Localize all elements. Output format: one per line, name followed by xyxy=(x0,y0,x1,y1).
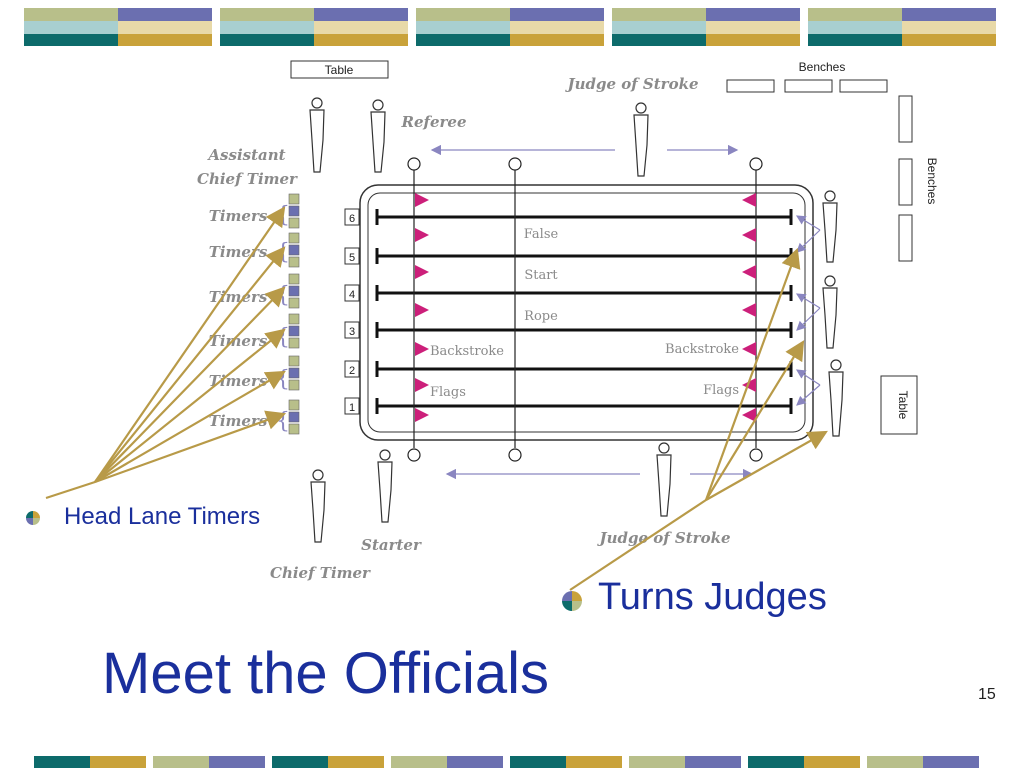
timers-label: Timers xyxy=(209,243,268,261)
benches-right-label: Benches xyxy=(925,158,939,205)
table-top: Table xyxy=(290,60,389,79)
timers-label: Timers xyxy=(209,288,268,306)
turn-judge-arrows xyxy=(795,215,821,406)
band-group-2 xyxy=(220,8,408,46)
band-group-4 xyxy=(612,8,800,46)
table-top-label: Table xyxy=(325,63,354,77)
turns-judge-figure-1 xyxy=(822,190,838,263)
svg-text:{: { xyxy=(276,240,290,265)
head-lane-timers-bullet: Head Lane Timers xyxy=(64,503,261,530)
referee-label: Referee xyxy=(401,113,467,131)
judge-of-stroke-top-figure xyxy=(633,102,649,177)
slide-title: Meet the Officials xyxy=(102,641,550,706)
judge-of-stroke-bottom-figure xyxy=(656,442,672,517)
lane-ropes xyxy=(375,209,793,414)
bottom-decorative-bands xyxy=(34,756,979,768)
timers-label: Timers xyxy=(209,372,268,390)
pool xyxy=(359,184,814,441)
band-group-5 xyxy=(808,8,996,46)
lane-number: 2 xyxy=(349,365,355,377)
chief-timer-label-top: Chief Timer xyxy=(197,170,298,188)
timer-chairs: {{{ {{{ xyxy=(276,203,290,434)
turns-judges-bullet: Turns Judges xyxy=(598,576,827,618)
top-decorative-bands xyxy=(24,8,996,46)
head-lane-timer-pointers xyxy=(45,206,287,500)
timers-labels: Timers Timers Timers Timers Timers Timer… xyxy=(209,207,268,430)
bullet-icon xyxy=(26,511,40,525)
flags-left-label: Flags xyxy=(430,385,466,400)
table-right: Table xyxy=(880,375,918,435)
turns-judges-pointers xyxy=(569,247,828,591)
assistant-label: Assistant xyxy=(206,146,285,164)
start-label: Start xyxy=(524,268,558,283)
rope-label: Rope xyxy=(524,309,558,324)
chief-timer-label: Chief Timer xyxy=(270,564,371,582)
timers-label: Timers xyxy=(209,332,268,350)
lane-number: 3 xyxy=(349,326,355,338)
svg-text:{: { xyxy=(276,409,290,434)
backstroke-right-label: Backstroke xyxy=(665,342,739,357)
band-group-1 xyxy=(24,8,212,46)
lane-number: 4 xyxy=(349,289,355,301)
judge-of-stroke-top-label: Judge of Stroke xyxy=(564,75,698,93)
benches-right: Benches xyxy=(898,95,939,262)
backstroke-flags xyxy=(415,193,756,422)
starter-label: Starter xyxy=(361,536,422,554)
false-label: False xyxy=(524,227,559,242)
official-figures xyxy=(309,97,844,543)
timers-label: Timers xyxy=(209,412,268,430)
page-number: 15 xyxy=(978,686,996,703)
svg-text:{: { xyxy=(276,325,290,350)
svg-text:{: { xyxy=(276,367,290,392)
timer-chair-squares xyxy=(288,193,300,435)
assistant-chief-timer-figure xyxy=(309,97,325,173)
flags-right-label: Flags xyxy=(703,383,739,398)
lane-numbers: 6 5 4 3 2 1 xyxy=(344,208,360,415)
judge-walk-arrows xyxy=(430,144,754,480)
lane-number: 6 xyxy=(349,213,355,225)
turns-judge-figure-3 xyxy=(828,359,844,437)
lane-number: 5 xyxy=(349,252,355,264)
table-right-label: Table xyxy=(896,391,910,420)
band-group-3 xyxy=(416,8,604,46)
backstroke-left-label: Backstroke xyxy=(430,344,504,359)
starter-figure xyxy=(377,449,393,523)
benches-top-label: Benches xyxy=(799,60,846,74)
benches-top: Benches xyxy=(726,60,888,93)
turns-judge-figure-2 xyxy=(822,275,838,349)
chief-timer-figure xyxy=(310,469,326,543)
referee-figure xyxy=(370,99,386,173)
timers-label: Timers xyxy=(209,207,268,225)
bullet-icon xyxy=(562,591,582,611)
judge-of-stroke-bottom-label: Judge of Stroke xyxy=(596,529,730,547)
lane-number: 1 xyxy=(349,402,355,414)
